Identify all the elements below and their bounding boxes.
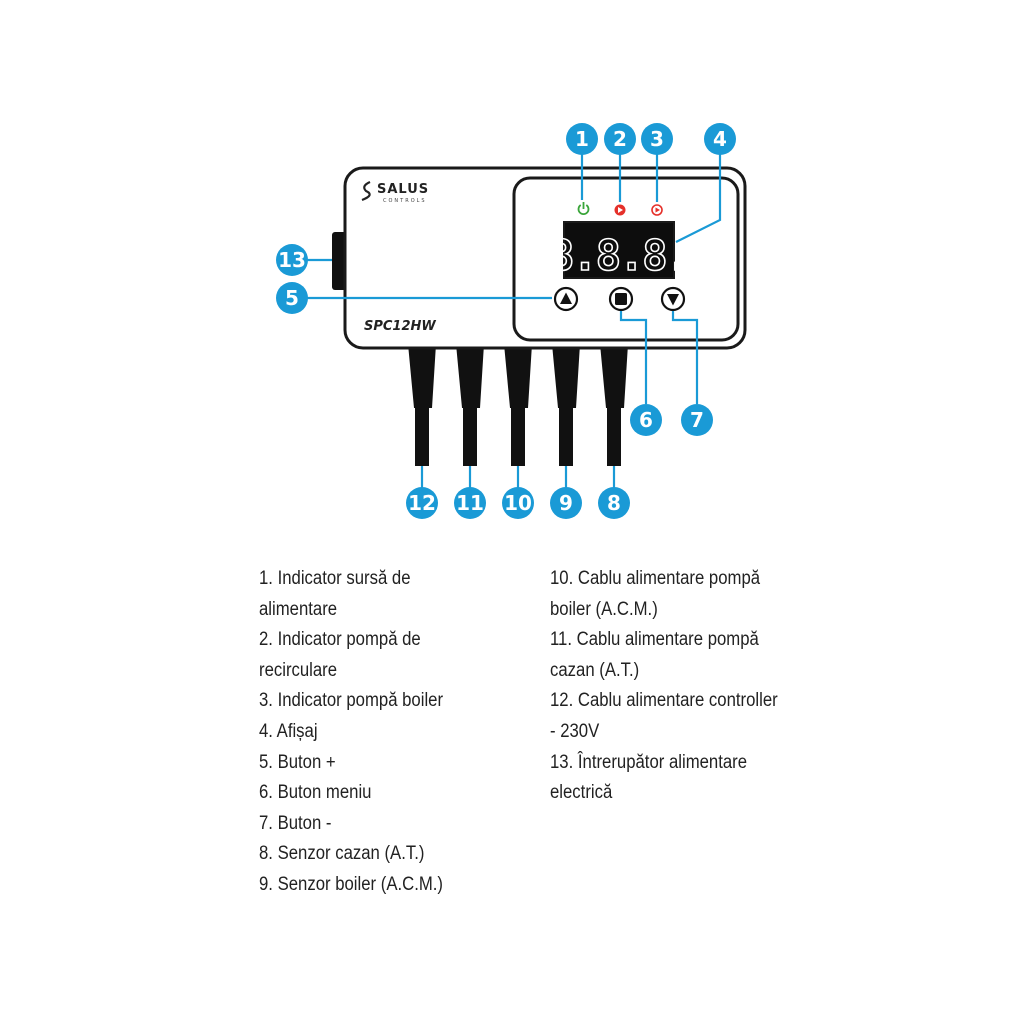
legend-item-7: 7. Buton - — [259, 812, 332, 834]
legend-item-13: 13. Întrerupător alimentare electrică — [550, 751, 748, 804]
callout-5: 5 — [276, 282, 308, 314]
plus-button[interactable] — [553, 286, 579, 312]
svg-text:10: 10 — [504, 491, 532, 515]
legend-item-6: 6. Buton meniu — [259, 782, 372, 804]
legend-item-10: 10. Cablu alimentare pompă boiler (A.C.M… — [550, 568, 761, 620]
pump-indicator-icon — [614, 204, 626, 216]
callout-11: 11 — [454, 487, 486, 519]
brand-name: SALUS — [377, 182, 429, 197]
svg-text:4: 4 — [713, 127, 727, 151]
cables — [408, 344, 628, 466]
legend-left: 1. Indicator sursă de alimentare 2. Indi… — [259, 564, 479, 901]
pump-indicator-icon — [651, 204, 663, 216]
callout-1: 1 — [566, 123, 598, 155]
cable-9 — [552, 344, 580, 466]
svg-text:12: 12 — [408, 491, 436, 515]
cable-12 — [408, 344, 436, 466]
svg-text:9: 9 — [559, 491, 573, 515]
legend-item-11: 11. Cablu alimentare pompă cazan (A.T.) — [550, 629, 759, 681]
legend-item-9: 9. Senzor boiler (A.C.M.) — [259, 873, 443, 895]
callout-6: 6 — [630, 404, 662, 436]
brand-logo: SALUS CONTROLS — [361, 180, 429, 204]
triangle-down-icon — [667, 294, 679, 306]
svg-text:7: 7 — [690, 408, 704, 432]
svg-text:2: 2 — [613, 127, 627, 151]
callout-12: 12 — [406, 487, 438, 519]
legend-right: 10. Cablu alimentare pompă boiler (A.C.M… — [550, 564, 788, 809]
callout-7: 7 — [681, 404, 713, 436]
callout-10: 10 — [502, 487, 534, 519]
minus-button[interactable] — [660, 286, 686, 312]
callout-2: 2 — [604, 123, 636, 155]
model-label: SPC12HW — [364, 319, 436, 334]
controller-diagram: SALUS CONTROLS SPC12HW 8.8.8. — [276, 123, 747, 519]
svg-text:11: 11 — [456, 491, 484, 515]
svg-text:13: 13 — [278, 248, 306, 272]
display-value: 8.8.8. — [549, 231, 689, 280]
callout-9: 9 — [550, 487, 582, 519]
cable-11 — [456, 344, 484, 466]
legend-item-12: 12. Cablu alimentare controller - 230V — [550, 690, 778, 742]
square-icon — [615, 293, 627, 305]
callout-3: 3 — [641, 123, 673, 155]
legend-item-3: 3. Indicator pompă boiler — [259, 690, 444, 712]
menu-button[interactable] — [608, 286, 634, 312]
callout-8: 8 — [598, 487, 630, 519]
power-icon — [577, 202, 590, 216]
legend-item-5: 5. Buton + — [259, 751, 336, 773]
leader-lines — [306, 154, 722, 488]
legend-item-4: 4. Afișaj — [259, 720, 318, 742]
svg-text:3: 3 — [650, 127, 664, 151]
cable-8 — [600, 344, 628, 466]
legend-item-1: 1. Indicator sursă de alimentare — [259, 568, 411, 620]
triangle-up-icon — [560, 292, 572, 304]
svg-text:5: 5 — [285, 286, 299, 310]
brand-subtitle: CONTROLS — [383, 198, 427, 204]
svg-text:1: 1 — [575, 127, 589, 151]
svg-text:8: 8 — [607, 491, 621, 515]
callout-4: 4 — [704, 123, 736, 155]
legend-item-2: 2. Indicator pompă de recirculare — [259, 629, 421, 681]
cable-10 — [504, 344, 532, 466]
display — [563, 221, 675, 279]
callout-13: 13 — [276, 244, 308, 276]
svg-text:6: 6 — [639, 408, 653, 432]
legend-item-8: 8. Senzor cazan (A.T.) — [259, 843, 425, 865]
